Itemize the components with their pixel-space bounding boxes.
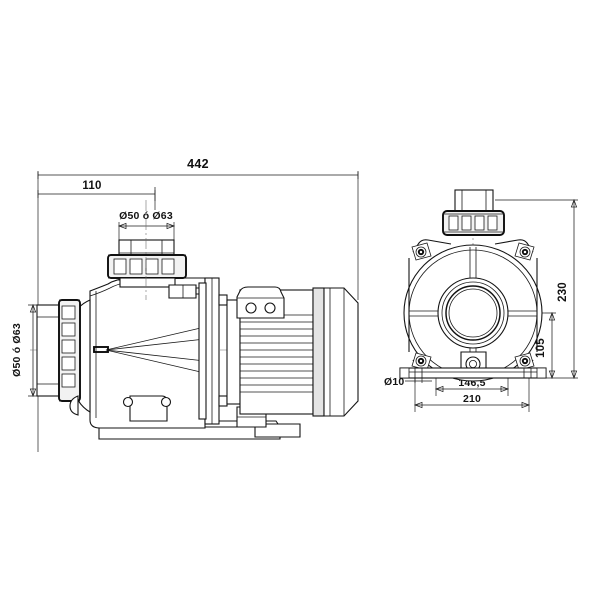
- central-bore-front: [437, 277, 509, 349]
- suction-union-nut-side: [58, 299, 81, 402]
- dimension-base-width: 210: [413, 378, 531, 412]
- dimension-label-discharge-offset: 110: [82, 180, 101, 192]
- drain-plug-side: [122, 395, 172, 422]
- side-elevation-view: 442 110 Ø50 ó Ø63 Ø50 ó Ø63: [11, 157, 359, 452]
- front-elevation-view: 230 105 146,5 210: [384, 189, 578, 412]
- housing-lug-side: [69, 395, 79, 416]
- base-plate-front: [399, 367, 547, 379]
- terminal-box-side: [236, 286, 285, 319]
- dimension-label-shaft-height: 105: [535, 338, 547, 358]
- dimension-label-overall-height: 230: [557, 282, 569, 302]
- discharge-union-nut-front: [442, 210, 505, 236]
- corner-bolt-top-left: [411, 242, 432, 261]
- motor-adapter-side: [198, 277, 228, 425]
- dimension-label-base-width: 210: [463, 393, 481, 405]
- dimension-discharge-offset: 110: [37, 180, 156, 210]
- dimension-label-bolt-hole: Ø10: [384, 376, 404, 388]
- discharge-union-nut-side: [107, 254, 187, 288]
- mounting-frame-front: [408, 239, 538, 375]
- dimension-label-overall-length: 442: [187, 157, 209, 171]
- dimension-label-suction-port: Ø50 ó Ø63: [11, 323, 23, 377]
- corner-bolt-top-right: [514, 242, 535, 261]
- fan-cover-side: [312, 287, 359, 417]
- dimension-overall-length: 442: [37, 157, 359, 452]
- corner-bolt-bottom-right: [514, 352, 535, 371]
